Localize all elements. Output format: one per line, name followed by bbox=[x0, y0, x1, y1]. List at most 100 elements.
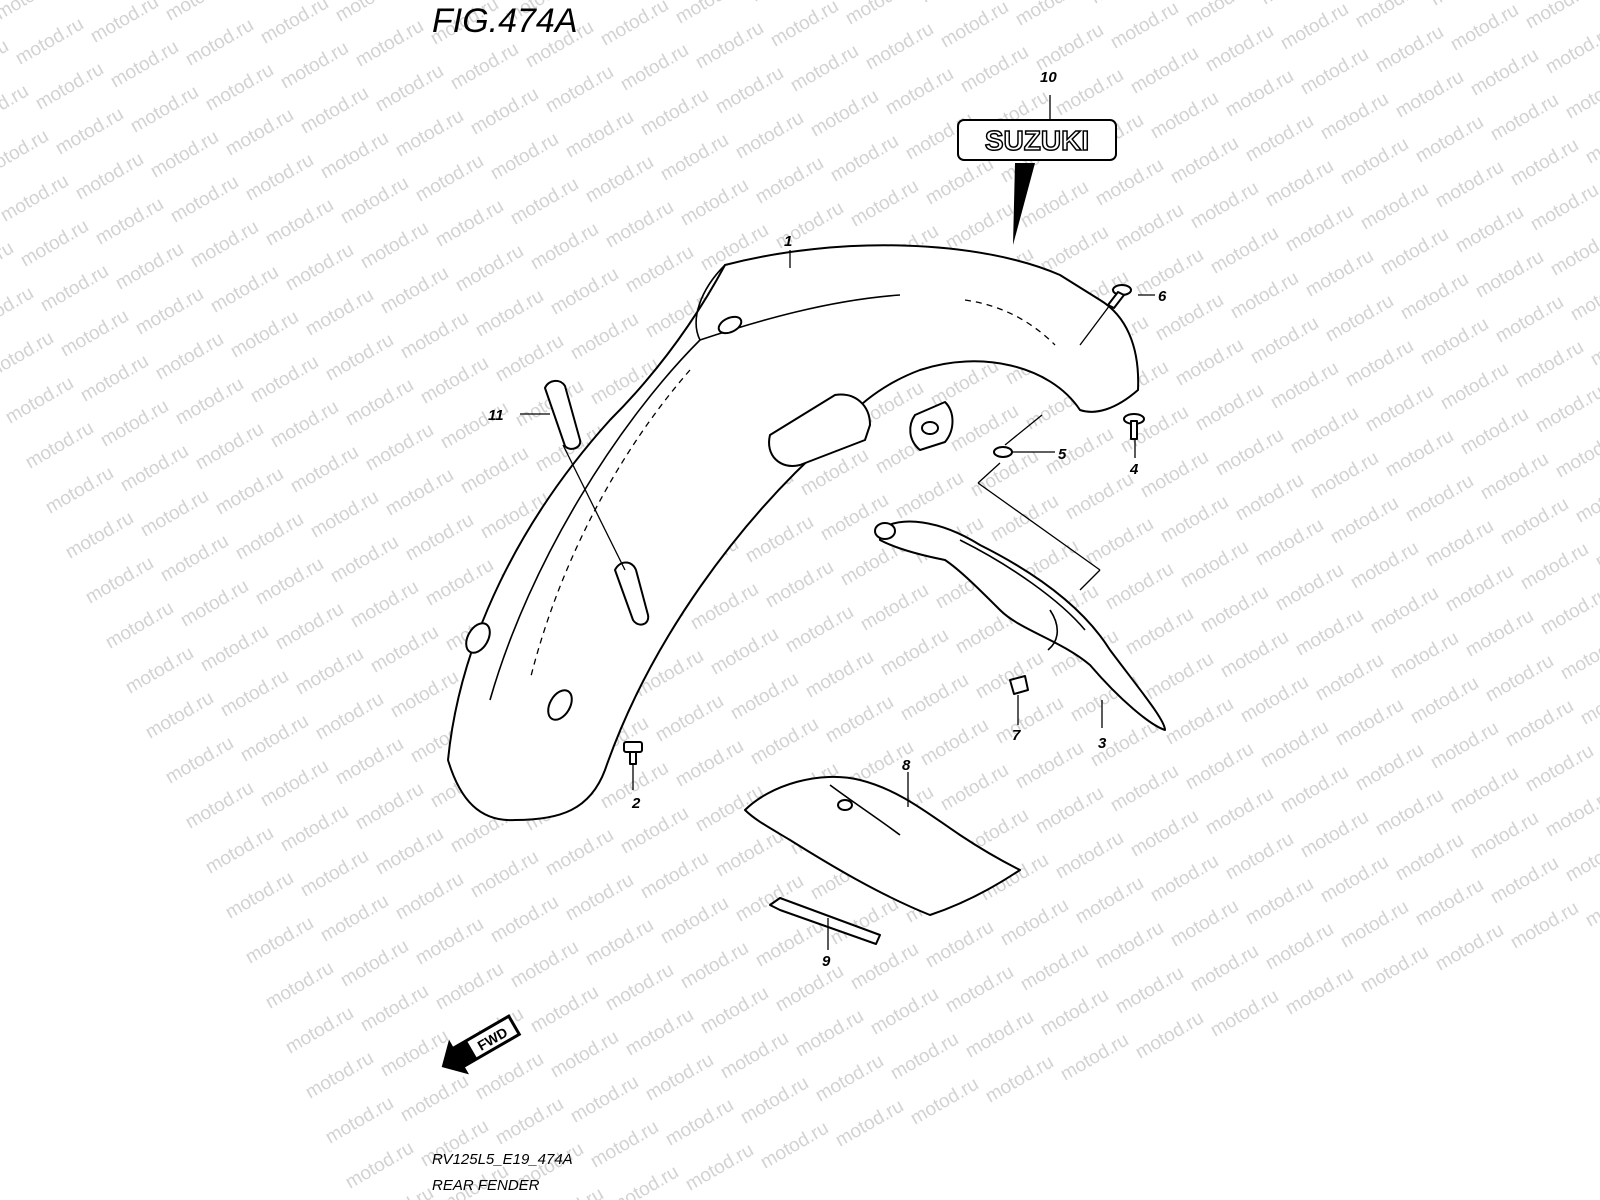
watermark-text: motod.ru bbox=[1207, 986, 1282, 1042]
watermark-text: motod.ru bbox=[112, 239, 187, 295]
watermark-text: motod.ru bbox=[1017, 940, 1092, 996]
watermark-text: motod.ru bbox=[1447, 0, 1522, 55]
watermark-text: motod.ru bbox=[1322, 291, 1397, 347]
part-3-inner-fender[interactable] bbox=[874, 520, 1166, 731]
watermark-text: motod.ru bbox=[1417, 314, 1492, 370]
watermark-text: motod.ru bbox=[887, 1029, 962, 1085]
watermark-text: motod.ru bbox=[1572, 472, 1600, 528]
watermark-text: motod.ru bbox=[302, 285, 377, 341]
watermark-text: motod.ru bbox=[377, 263, 452, 319]
watermark-text: motod.ru bbox=[587, 1117, 662, 1173]
watermark-text: motod.ru bbox=[822, 692, 897, 748]
watermark-text: motod.ru bbox=[1307, 448, 1382, 504]
watermark-text: motod.ru bbox=[77, 351, 152, 407]
watermark-text: motod.ru bbox=[607, 1162, 682, 1200]
watermark-text: motod.ru bbox=[1427, 0, 1502, 10]
watermark-text: motod.ru bbox=[347, 577, 422, 633]
watermark-text: motod.ru bbox=[257, 0, 332, 48]
watermark-text: motod.ru bbox=[1297, 44, 1372, 100]
watermark-text: motod.ru bbox=[382, 465, 457, 521]
watermark-text: motod.ru bbox=[907, 1074, 982, 1130]
watermark-text: motod.ru bbox=[812, 1051, 887, 1107]
watermark-text: motod.ru bbox=[1562, 831, 1600, 887]
watermark-text: motod.ru bbox=[1137, 447, 1212, 503]
watermark-text: motod.ru bbox=[2, 373, 77, 429]
watermark-text: motod.ru bbox=[1207, 223, 1282, 279]
watermark-text: motod.ru bbox=[1582, 113, 1600, 169]
watermark-text: motod.ru bbox=[107, 37, 182, 93]
watermark-text: motod.ru bbox=[182, 15, 257, 71]
watermark-text: motod.ru bbox=[657, 130, 732, 186]
watermark-text: motod.ru bbox=[672, 0, 747, 28]
watermark-text: motod.ru bbox=[1367, 583, 1442, 639]
watermark-text: motod.ru bbox=[42, 463, 117, 519]
watermark-text: motod.ru bbox=[0, 328, 57, 384]
watermark-text: motod.ru bbox=[337, 173, 412, 229]
watermark-text: motod.ru bbox=[1062, 469, 1137, 525]
watermark-text: motod.ru bbox=[362, 1183, 437, 1200]
part-10-emblem[interactable]: SUZUKI bbox=[957, 119, 1117, 245]
watermark-text: motod.ru bbox=[357, 218, 432, 274]
emblem-arrow bbox=[1013, 163, 1035, 245]
watermark-text: motod.ru bbox=[327, 532, 402, 588]
watermark-text: motod.ru bbox=[1592, 517, 1600, 573]
watermark-text: motod.ru bbox=[377, 1026, 452, 1082]
watermark-text: motod.ru bbox=[362, 420, 437, 476]
watermark-text: motod.ru bbox=[732, 108, 807, 164]
watermark-text: motod.ru bbox=[597, 0, 672, 50]
watermark-text: motod.ru bbox=[302, 1048, 377, 1104]
watermark-text: motod.ru bbox=[652, 691, 727, 747]
watermark-text: motod.ru bbox=[157, 531, 232, 587]
watermark-text: motod.ru bbox=[1272, 560, 1347, 616]
watermark-text: motod.ru bbox=[222, 105, 297, 161]
part-2-bolt[interactable] bbox=[623, 741, 643, 765]
watermark-text: motod.ru bbox=[387, 667, 462, 723]
watermark-text: motod.ru bbox=[132, 284, 207, 340]
leader-lines bbox=[520, 95, 1155, 950]
watermark-text: motod.ru bbox=[1412, 875, 1487, 931]
watermark-text: motod.ru bbox=[0, 36, 12, 92]
callout-8: 8 bbox=[902, 757, 911, 774]
watermark-text: motod.ru bbox=[672, 736, 747, 792]
watermark-text: motod.ru bbox=[1492, 292, 1567, 348]
watermark-text: motod.ru bbox=[1107, 761, 1182, 817]
watermark-text: motod.ru bbox=[182, 778, 257, 834]
watermark-text: motod.ru bbox=[1242, 874, 1317, 930]
watermark-text: motod.ru bbox=[1542, 23, 1600, 79]
watermark-text: motod.ru bbox=[1317, 852, 1392, 908]
watermark-text: motod.ru bbox=[1467, 808, 1542, 864]
watermark-text: motod.ru bbox=[1497, 494, 1572, 550]
watermark-text: motod.ru bbox=[917, 0, 992, 7]
watermark-text: motod.ru bbox=[102, 598, 177, 654]
part-4-screw[interactable] bbox=[1123, 413, 1145, 440]
part-8-mud-flap[interactable] bbox=[744, 775, 1021, 916]
watermark-text: motod.ru bbox=[57, 306, 132, 362]
watermark-text: motod.ru bbox=[82, 553, 157, 609]
watermark-text: motod.ru bbox=[422, 555, 497, 611]
watermark-text: motod.ru bbox=[252, 554, 327, 610]
watermark-text: motod.ru bbox=[67, 0, 142, 2]
watermark-text: motod.ru bbox=[1302, 246, 1377, 302]
watermark-text: motod.ru bbox=[1287, 403, 1362, 459]
watermark-text: motod.ru bbox=[937, 0, 1012, 52]
watermark-text: motod.ru bbox=[697, 983, 772, 1039]
part-5-clip[interactable] bbox=[993, 446, 1013, 458]
watermark-text: motod.ru bbox=[1452, 202, 1527, 258]
callout-5: 5 bbox=[1058, 446, 1067, 463]
part-9-rod[interactable] bbox=[769, 897, 881, 945]
watermark-text: motod.ru bbox=[207, 262, 282, 318]
watermark-text: motod.ru bbox=[202, 60, 277, 116]
watermark-text: motod.ru bbox=[1517, 539, 1592, 595]
part-7-nut[interactable] bbox=[1009, 675, 1029, 695]
watermark-text: motod.ru bbox=[742, 512, 817, 568]
part-6-screw[interactable] bbox=[1107, 284, 1132, 309]
watermark-text: motod.ru bbox=[1457, 404, 1532, 460]
watermark-text: motod.ru bbox=[1192, 380, 1267, 436]
watermark-text: motod.ru bbox=[1202, 21, 1277, 77]
watermark-text: motod.ru bbox=[417, 353, 492, 409]
figure-code: RV125L5_E19_474A bbox=[432, 1151, 573, 1168]
watermark-text: motod.ru bbox=[162, 0, 237, 25]
callout-2: 2 bbox=[631, 795, 641, 812]
watermark-text: motod.ru bbox=[22, 418, 97, 474]
part-1-rear-fender[interactable] bbox=[447, 244, 1140, 822]
